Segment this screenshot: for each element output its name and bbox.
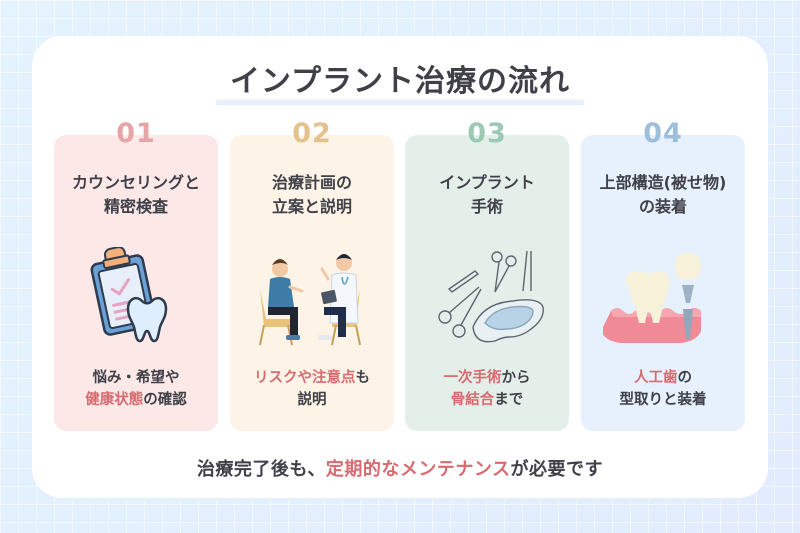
message-text: が必要です	[510, 459, 604, 480]
step-heading-line: インプラント	[439, 173, 535, 192]
step-description: 人工歯の 型取りと装着	[581, 367, 745, 411]
step-heading-line: 精密検査	[103, 197, 168, 216]
desc-text: も	[355, 370, 371, 386]
step-heading: 上部構造(被せ物) の装着	[581, 171, 745, 219]
desc-text: の確認	[143, 392, 187, 408]
desc-highlight: リスクや注意点	[254, 370, 356, 386]
maintenance-message: 治療完了後も、定期的なメンテナンスが必要です	[32, 455, 768, 481]
clipboard-tooth-icon	[76, 246, 196, 347]
step-number: 03	[467, 118, 507, 149]
desc-text: 説明	[297, 392, 327, 408]
step-heading: 治療計画の 立案と説明	[230, 171, 394, 219]
step-heading: インプラント 手術	[405, 171, 569, 219]
step-heading-line: カウンセリングと	[71, 173, 200, 192]
step-number: 02	[292, 118, 332, 149]
step-desc-line: 一次手術から	[405, 367, 569, 389]
surgical-instruments-icon	[427, 247, 547, 347]
step-card-4: 04 上部構造(被せ物) の装着 人工歯の 型取りと装着	[581, 118, 745, 431]
step-desc-line: リスクや注意点も	[230, 367, 394, 389]
step-desc-line: 骨結合まで	[405, 389, 569, 411]
page-title: インプラント治療の流れ	[229, 64, 571, 99]
step-heading-line: の装着	[638, 197, 687, 216]
step-heading-line: 治療計画の	[271, 173, 352, 192]
step-desc-line: 型取りと装着	[581, 389, 745, 411]
step-heading-line: 手術	[470, 197, 503, 216]
desc-text: から	[501, 370, 531, 386]
doctor-patient-consultation-icon	[252, 247, 372, 347]
title-underline	[216, 99, 584, 105]
step-desc-line: 人工歯の	[581, 367, 745, 389]
step-description: 悩み・希望や 健康状態の確認	[54, 367, 218, 411]
message-highlight: 定期的なメンテナンス	[325, 459, 511, 480]
desc-text: まで	[494, 392, 524, 408]
desc-highlight: 人工歯	[634, 370, 678, 386]
step-desc-line: 健康状態の確認	[54, 389, 218, 411]
step-description: リスクや注意点も 説明	[230, 367, 394, 411]
message-text: 治療完了後も、	[196, 459, 326, 480]
step-number: 04	[643, 118, 683, 149]
desc-highlight: 一次手術	[443, 370, 502, 386]
step-heading-line: 立案と説明	[271, 197, 352, 216]
step-desc-line: 悩み・希望や	[54, 367, 218, 389]
step-heading-line: 上部構造(被せ物)	[599, 173, 727, 192]
step-card-2: 02 治療計画の 立案と説明	[230, 118, 394, 431]
desc-highlight: 健康状態	[85, 392, 144, 408]
step-card-1: 01 カウンセリングと 精密検査 悩み・希望や	[54, 118, 218, 431]
step-card-3: 03 インプラント 手術	[405, 118, 569, 431]
step-description: 一次手術から 骨結合まで	[405, 367, 569, 411]
implant-crown-icon	[601, 247, 723, 347]
desc-text: の	[677, 370, 693, 386]
step-number: 01	[116, 118, 156, 149]
flow-panel: インプラント治療の流れ 01 カウンセリングと 精密検査	[32, 36, 768, 498]
desc-text: 型取りと装着	[619, 392, 707, 408]
desc-text: 悩み・希望や	[92, 370, 180, 386]
step-desc-line: 説明	[230, 389, 394, 411]
desc-highlight: 骨結合	[450, 392, 495, 408]
step-heading: カウンセリングと 精密検査	[54, 171, 218, 219]
